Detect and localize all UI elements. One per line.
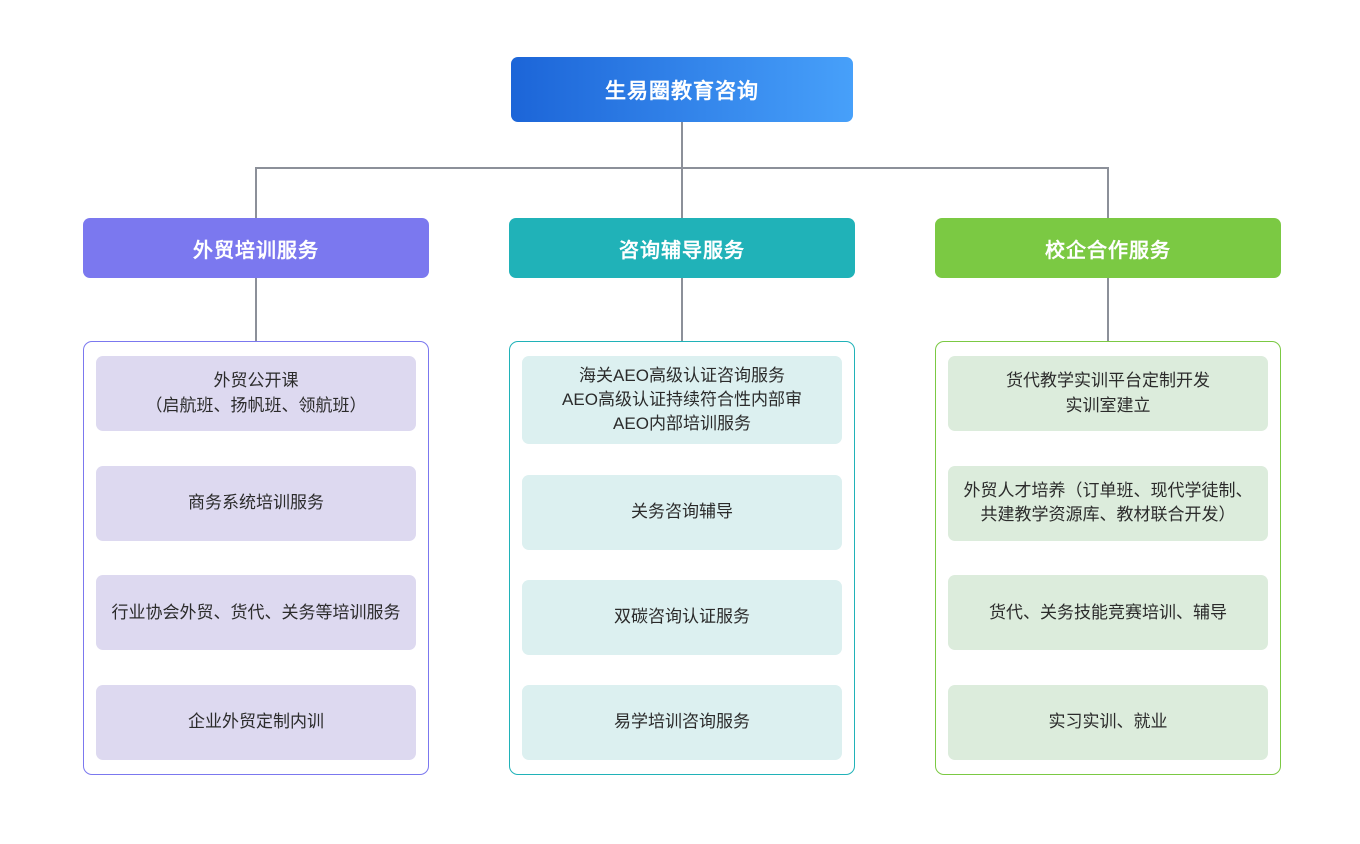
root-node[interactable]: 生易圈教育咨询 xyxy=(511,57,853,122)
leaf-item[interactable]: 实习实训、就业 xyxy=(948,684,1268,760)
branch-body-training: 外贸公开课 （启航班、扬帆班、领航班） 商务系统培训服务 行业协会外贸、货代、关… xyxy=(83,341,429,775)
connector-header-to-body-2 xyxy=(681,278,683,341)
connector-header-to-body-1 xyxy=(255,278,257,341)
leaf-item[interactable]: 关务咨询辅导 xyxy=(522,474,842,550)
leaf-item[interactable]: 外贸公开课 （启航班、扬帆班、领航班） xyxy=(96,356,416,431)
connector-drop-branch-3 xyxy=(1107,167,1109,219)
leaf-item[interactable]: 行业协会外贸、货代、关务等培训服务 xyxy=(96,575,416,651)
branch-header-label: 咨询辅导服务 xyxy=(619,239,745,262)
leaf-item[interactable]: 企业外贸定制内训 xyxy=(96,684,416,760)
branch-header-consulting[interactable]: 咨询辅导服务 xyxy=(509,218,855,278)
connector-root-stem xyxy=(681,122,683,168)
connector-drop-branch-1 xyxy=(255,167,257,219)
leaf-item[interactable]: 易学培训咨询服务 xyxy=(522,684,842,760)
leaf-item[interactable]: 货代教学实训平台定制开发 实训室建立 xyxy=(948,356,1268,431)
leaf-item[interactable]: 海关AEO高级认证咨询服务 AEO高级认证持续符合性内部审 AEO内部培训服务 xyxy=(522,356,842,445)
connector-drop-branch-2 xyxy=(681,167,683,219)
leaf-item[interactable]: 外贸人才培养（订单班、现代学徒制、共建教学资源库、教材联合开发） xyxy=(948,465,1268,541)
branch-header-label: 校企合作服务 xyxy=(1045,239,1171,262)
branch-body-consulting: 海关AEO高级认证咨询服务 AEO高级认证持续符合性内部审 AEO内部培训服务 … xyxy=(509,341,855,775)
leaf-item[interactable]: 双碳咨询认证服务 xyxy=(522,579,842,655)
branch-header-training[interactable]: 外贸培训服务 xyxy=(83,218,429,278)
leaf-item[interactable]: 货代、关务技能竞赛培训、辅导 xyxy=(948,575,1268,651)
connector-header-to-body-3 xyxy=(1107,278,1109,341)
leaf-item[interactable]: 商务系统培训服务 xyxy=(96,465,416,541)
branch-header-label: 外贸培训服务 xyxy=(193,239,319,262)
branch-body-school-enterprise: 货代教学实训平台定制开发 实训室建立 外贸人才培养（订单班、现代学徒制、共建教学… xyxy=(935,341,1281,775)
branch-header-school-enterprise[interactable]: 校企合作服务 xyxy=(935,218,1281,278)
root-node-label: 生易圈教育咨询 xyxy=(605,79,759,103)
